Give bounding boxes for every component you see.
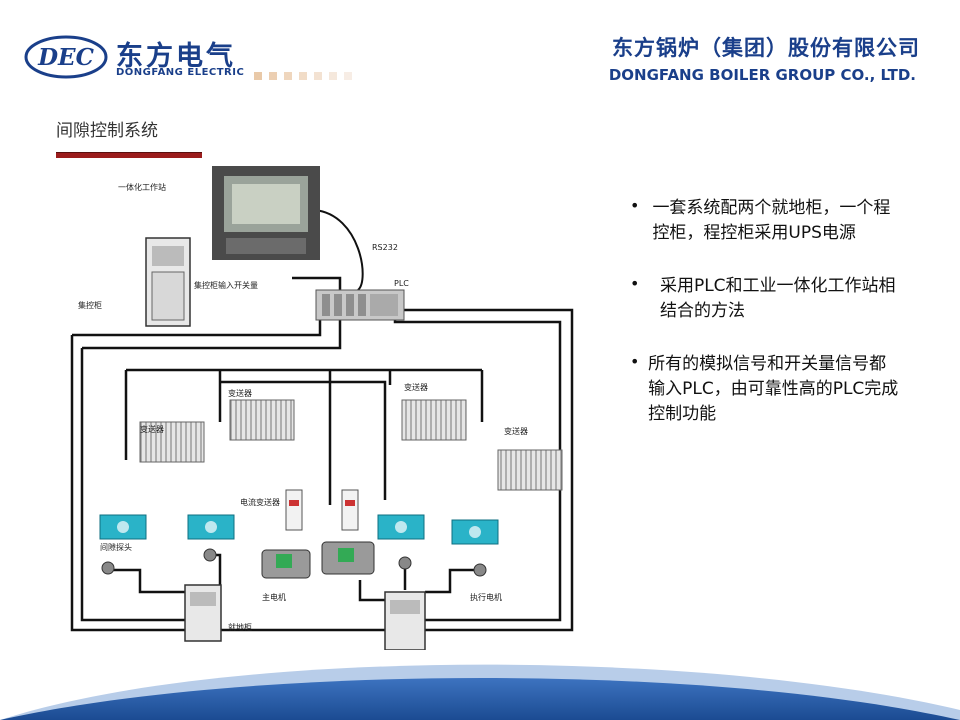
transmitter-c-icon [401, 399, 467, 441]
label-central-cabinet: 集控柜 [78, 300, 102, 310]
brand-cn: 东方电气 [116, 41, 236, 72]
central-cabinet-icon [145, 237, 191, 327]
label-plc: PLC [394, 279, 409, 288]
label-current-transmitter: 电流变送器 [240, 497, 280, 507]
rs232-cable [314, 209, 364, 291]
current-transmitter-icons [285, 489, 359, 531]
footer-wave [0, 664, 960, 720]
workstation-icon [212, 166, 320, 260]
label-central-switch: 集控柜输入开关量 [194, 280, 258, 290]
local-cabinet-icon [184, 584, 426, 650]
label-gap-probe: 间隙探头 [100, 542, 132, 552]
main-motor-icons [261, 541, 375, 579]
decorative-square [344, 72, 352, 80]
company-name-en: DONGFANG BOILER GROUP CO., LTD. [608, 66, 916, 84]
brand-en: DONGFANG ELECTRIC [116, 67, 245, 78]
decorative-squares [254, 72, 352, 80]
transmitter-b-icon [229, 399, 295, 441]
transmitter-d-icon [497, 449, 563, 491]
decorative-square [314, 72, 322, 80]
plc-icon [315, 289, 405, 321]
title-underline [56, 152, 202, 158]
bullet-text: 采用PLC和工业一体化工作站相结合的方法 [659, 276, 896, 321]
decorative-square [284, 72, 292, 80]
decorative-square [329, 72, 337, 80]
bullet-text: 一套系统配两个就地柜，一个程控柜，程控柜采用UPS电源 [652, 198, 891, 243]
valve-icons [101, 548, 487, 577]
header: DEC 东方电气 DONGFANG ELECTRIC 东方锅炉（集团）股份有限公… [0, 0, 960, 100]
wiring [70, 276, 574, 632]
transmitter-a-icon [139, 421, 205, 463]
system-diagram: 一体化工作站 RS232 PLC 集控柜 集控柜输入开关量 变送器 变送器 变送… [70, 166, 574, 650]
bullet-text: 所有的模拟信号和开关量信号都输入PLC，由可靠性高的PLC完成控制功能 [648, 354, 899, 424]
bullet-item: • 采用PLC和工业一体化工作站相结合的方法 [630, 274, 900, 324]
page-title: 间隙控制系统 [56, 121, 158, 141]
label-transmitter-b: 变送器 [228, 388, 252, 398]
decorative-square [269, 72, 277, 80]
label-local-cabinet: 就地柜 [228, 622, 252, 632]
logo-text: DEC [37, 44, 94, 71]
label-transmitter-d: 变送器 [504, 426, 528, 436]
decorative-square [254, 72, 262, 80]
bullet-item: • 一套系统配两个就地柜，一个程控柜，程控柜采用UPS电源 [630, 196, 900, 246]
label-transmitter-a: 变送器 [140, 424, 164, 434]
company-name-cn: 东方锅炉（集团）股份有限公司 [612, 36, 920, 60]
label-main-motor: 主电机 [262, 592, 286, 602]
label-workstation: 一体化工作站 [118, 182, 166, 192]
dec-logo: DEC [24, 35, 108, 79]
gap-probe-icons [99, 514, 499, 545]
bullet-list: • 一套系统配两个就地柜，一个程控柜，程控柜采用UPS电源 • 采用PLC和工业… [630, 196, 900, 455]
bullet-item: • 所有的模拟信号和开关量信号都输入PLC，由可靠性高的PLC完成控制功能 [630, 352, 900, 427]
decorative-square [299, 72, 307, 80]
label-rs232: RS232 [372, 243, 398, 252]
label-actuator-motor: 执行电机 [470, 592, 502, 602]
label-transmitter-c: 变送器 [404, 382, 428, 392]
